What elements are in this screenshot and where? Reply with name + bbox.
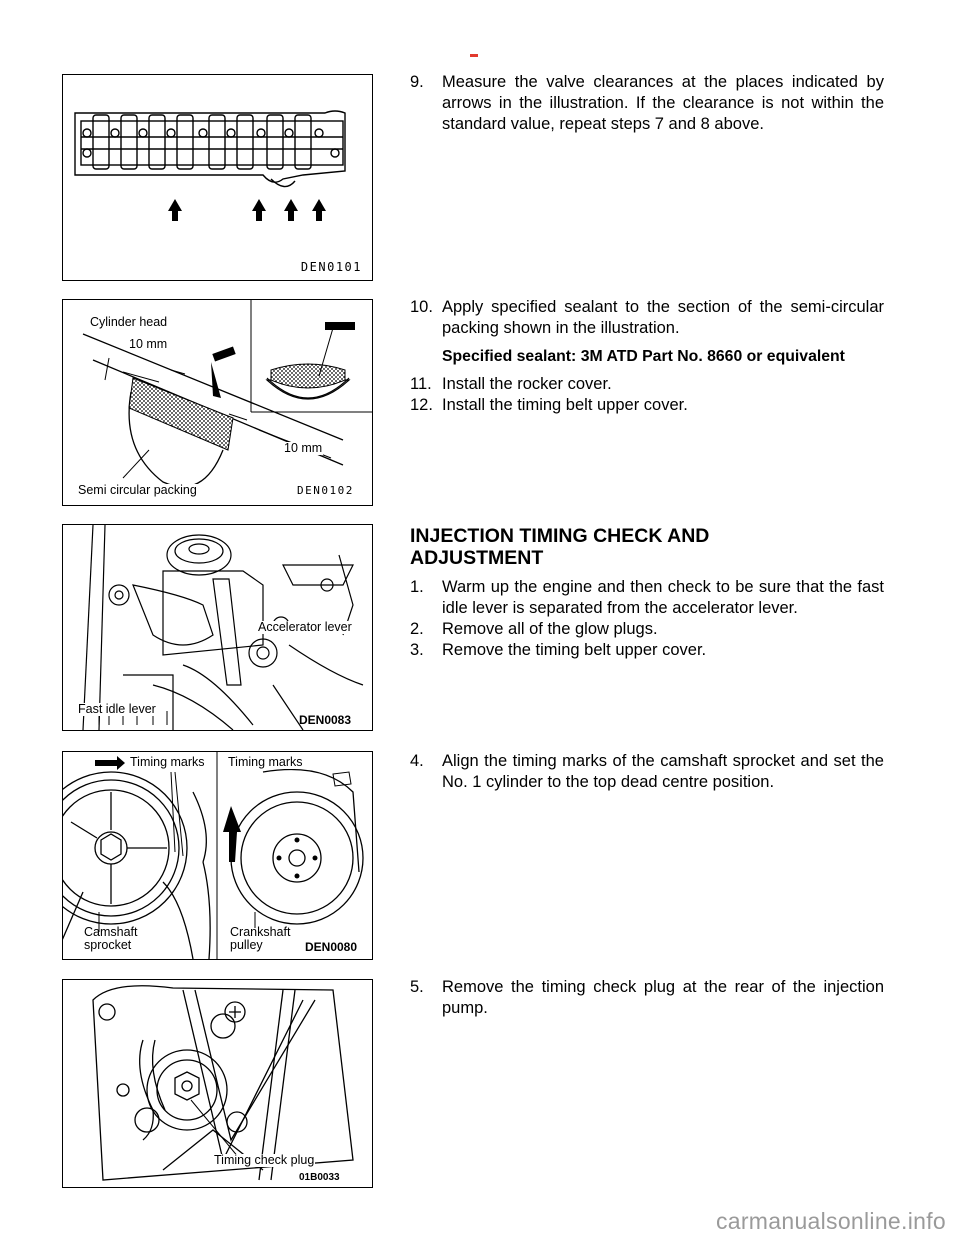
step-text: Remove all of the glow plugs. — [442, 620, 658, 638]
figure-sealant-packing: Cylinder head 10 mm 10 mm Semi circular … — [62, 299, 373, 506]
header-dash-mark — [470, 54, 478, 57]
specified-sealant: Specified sealant: 3M ATD Part No. 8660 … — [442, 348, 845, 365]
step-text: Align the timing marks of the camshaft s… — [442, 752, 884, 791]
figure-code: DEN0083 — [299, 713, 352, 727]
step-text: Warm up the engine and then check to be … — [442, 578, 884, 617]
figure-code: DEN0080 — [305, 940, 358, 954]
step-11: 11. Install the rocker cover. — [410, 374, 884, 395]
step-12: 12. Install the timing belt upper cover. — [410, 395, 884, 416]
step-i4: 4. Align the timing marks of the camshaf… — [410, 751, 884, 793]
step-text: Measure the valve clearances at the plac… — [442, 73, 884, 133]
figure-timing-check-plug: Timing check plug 01B0033 — [62, 979, 373, 1188]
figure-timing-marks: Timing marks Timing marks Camshaft sproc… — [62, 751, 373, 960]
figure-code: DEN0101 — [300, 260, 362, 274]
label-cylinder-head: Cylinder head — [89, 315, 169, 329]
step-text: Remove the timing check plug at the rear… — [442, 978, 884, 1017]
step-text: Apply specified sealant to the section o… — [442, 298, 884, 337]
label-pulley: pulley — [230, 938, 263, 952]
step-10: 10. Apply specified sealant to the secti… — [410, 297, 884, 339]
heading-line-1: INJECTION TIMING CHECK AND — [410, 525, 710, 547]
step-i3: 3. Remove the timing belt upper cover. — [410, 640, 884, 661]
label-fast-idle-lever: Fast idle lever — [77, 702, 157, 716]
label-semi-circular-packing: Semi circular packing — [77, 483, 198, 497]
heading-line-2: ADJUSTMENT — [410, 547, 544, 569]
step-text: Remove the timing belt upper cover. — [442, 641, 707, 659]
valve-rocker-illustration — [74, 110, 346, 221]
label-timing-check-plug: Timing check plug — [213, 1153, 316, 1167]
step-number: 9. — [410, 73, 424, 91]
camshaft-crankshaft-illustration — [63, 752, 364, 959]
section-align-timing: 4. Align the timing marks of the camshaf… — [410, 751, 884, 793]
label-camshaft: Camshaft — [84, 925, 138, 939]
watermark: carmanualsonline.info — [715, 1208, 946, 1234]
section-injection-timing: INJECTION TIMING CHECK AND ADJUSTMENT 1.… — [410, 525, 884, 661]
step-number: 12. — [410, 396, 433, 414]
step-text: Install the timing belt upper cover. — [442, 396, 688, 414]
section-remove-plug: 5. Remove the timing check plug at the r… — [410, 977, 884, 1019]
label-sprocket: sprocket — [84, 938, 132, 952]
step-number: 5. — [410, 978, 424, 996]
semi-circular-packing-illustration — [82, 300, 372, 488]
step-9: 9. Measure the valve clearances at the p… — [410, 72, 884, 135]
section-heading: INJECTION TIMING CHECK AND ADJUSTMENT — [410, 525, 884, 569]
step-i1: 1. Warm up the engine and then check to … — [410, 577, 884, 619]
label-dimension-bottom: 10 mm — [283, 441, 324, 455]
label-accelerator-lever: Accelerator lever — [257, 620, 353, 634]
figure-code: DEN0102 — [297, 484, 354, 497]
step-number: 3. — [410, 641, 424, 659]
step-i2: 2. Remove all of the glow plugs. — [410, 619, 884, 640]
injection-pump-rear-illustration — [92, 985, 354, 1181]
section-sealant: 10. Apply specified sealant to the secti… — [410, 297, 884, 416]
step-number: 10. — [410, 298, 433, 316]
step-number: 1. — [410, 578, 424, 596]
label-crankshaft: Crankshaft — [230, 925, 291, 939]
label-timing-marks-camshaft: Timing marks — [129, 755, 206, 769]
label-dimension-top: 10 mm — [128, 337, 169, 351]
figure-valve-clearance: DEN0101 — [62, 74, 373, 281]
section-valve-clearance: 9. Measure the valve clearances at the p… — [410, 72, 884, 135]
figure-injection-pump-levers: Accelerator lever Fast idle lever DEN008… — [62, 524, 373, 731]
figure-code: 01B0033 — [299, 1172, 340, 1183]
step-number: 4. — [410, 752, 424, 770]
step-i5: 5. Remove the timing check plug at the r… — [410, 977, 884, 1019]
step-number: 2. — [410, 620, 424, 638]
step-text: Install the rocker cover. — [442, 375, 612, 393]
step-number: 11. — [410, 375, 432, 393]
label-timing-marks-crankshaft: Timing marks — [227, 755, 304, 769]
